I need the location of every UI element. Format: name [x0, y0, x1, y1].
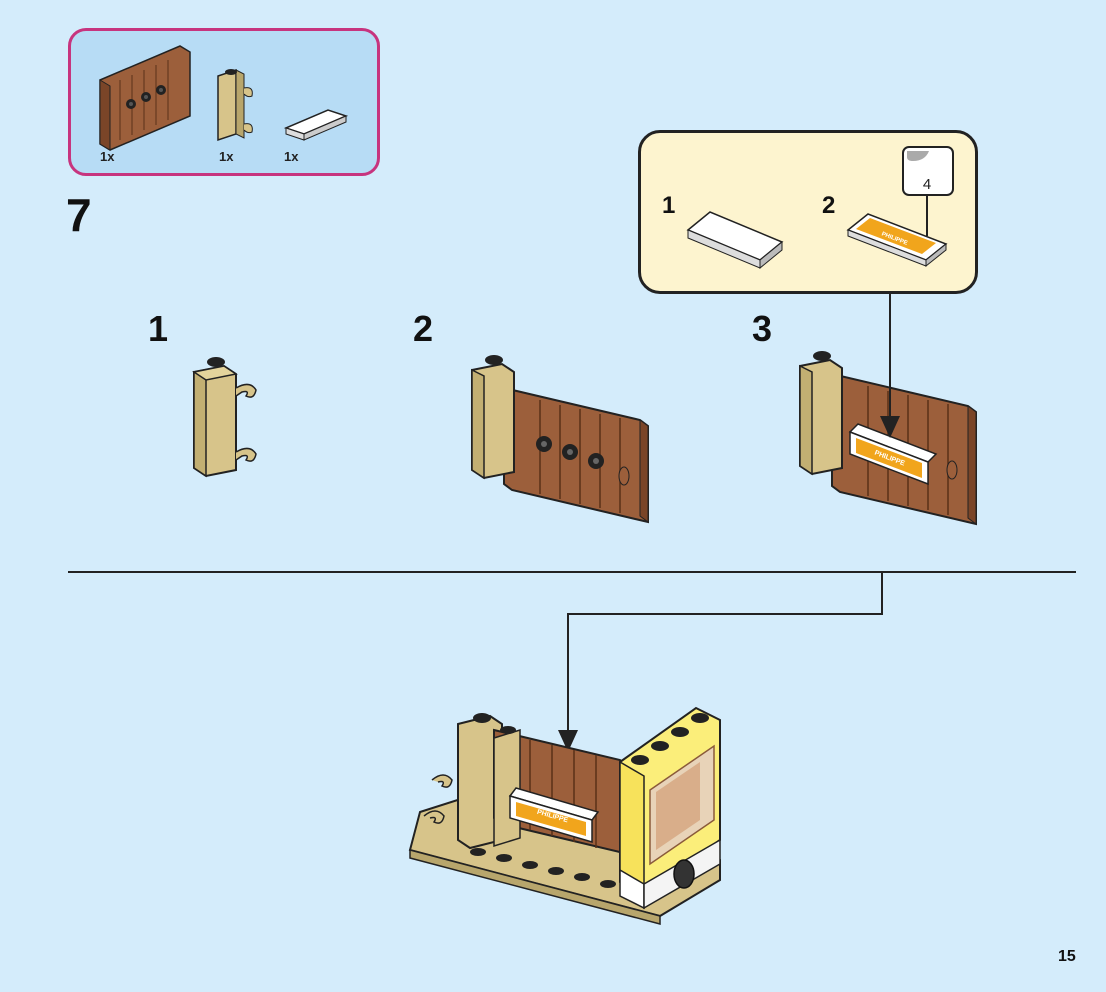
final-assembly-arrow	[558, 572, 883, 752]
callout-white-tile	[686, 211, 784, 270]
substep-1-clip-brick	[192, 357, 257, 478]
final-assembly-model	[408, 706, 721, 925]
clip-brick-part-icon	[217, 68, 253, 142]
callout-step-1: 1	[662, 192, 676, 219]
callout-sticker-tile	[846, 213, 948, 268]
callout-step-2: 2	[822, 192, 836, 219]
part-qty-clip-brick: 1x	[219, 149, 234, 164]
callout-arrow	[880, 294, 900, 438]
step-number: 7	[66, 189, 92, 241]
page-number: 15	[1058, 948, 1076, 965]
white-tile-part-icon	[283, 109, 349, 141]
part-qty-door: 1x	[100, 149, 115, 164]
sticker-sheet-icon	[902, 146, 954, 236]
door-panel-part-icon	[99, 45, 191, 151]
substep-2-door-assembly	[471, 355, 649, 524]
substep-3-door-assembly	[799, 351, 977, 526]
substep-1-number: 1	[148, 308, 169, 349]
sticker-number: 4	[923, 176, 931, 193]
substep-3-number: 3	[752, 308, 773, 349]
substep-2-number: 2	[413, 308, 434, 349]
part-qty-tile: 1x	[284, 149, 299, 164]
